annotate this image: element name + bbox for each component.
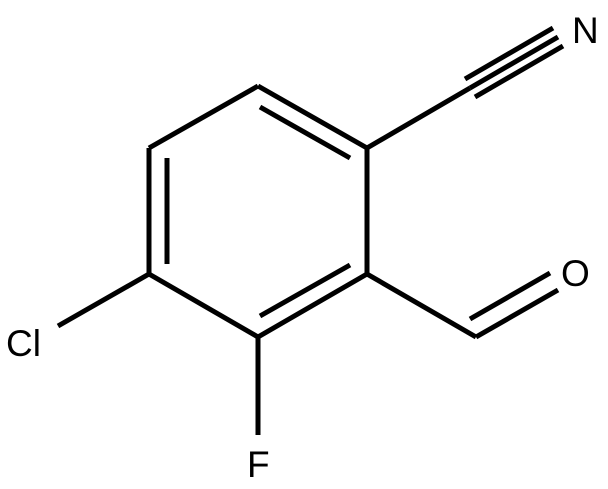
ring-double-bond-inner-2 — [258, 262, 352, 319]
ring-double-bond-inner-1 — [258, 104, 352, 161]
ring-bond-4 — [147, 271, 260, 340]
atom-label-chlorine: Cl — [6, 323, 41, 364]
chloro-substituent: Cl — [6, 271, 151, 364]
atom-label-fluorine: F — [247, 444, 270, 485]
aldehyde-group: O — [365, 253, 590, 340]
aldehyde-double-bond-inner — [468, 270, 552, 322]
aldehyde-double-bond-outer — [474, 287, 560, 340]
benzene-ring — [146, 83, 370, 340]
chlorine-bond — [56, 271, 151, 329]
ring-bond-6 — [147, 83, 260, 151]
nitrile-group: N — [365, 10, 599, 151]
nitrile-triple-bond-upper — [463, 25, 555, 82]
ring-bond-3 — [256, 271, 369, 340]
nitrile-single-bond — [365, 85, 472, 151]
nitrile-triple-bond-lower — [473, 43, 565, 100]
fluoro-substituent: F — [247, 337, 270, 485]
atom-label-nitrogen: N — [572, 10, 599, 51]
ring-bond-1 — [256, 83, 369, 151]
nitrile-triple-bond-center — [468, 34, 560, 91]
atom-label-oxygen: O — [561, 253, 590, 294]
aldehyde-single-bond — [365, 271, 478, 340]
